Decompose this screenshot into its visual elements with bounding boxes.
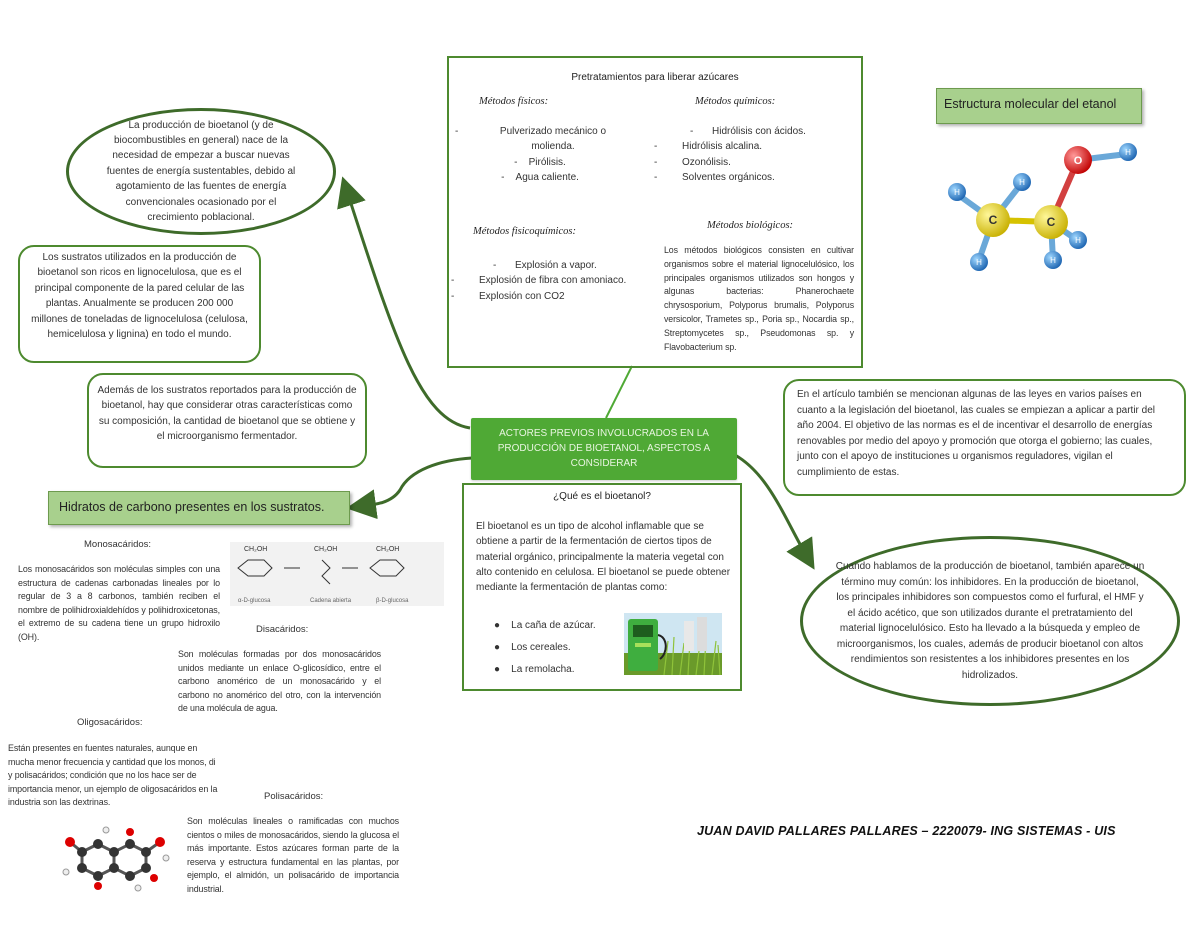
- atom-label: H: [1019, 178, 1025, 187]
- arrow-to-inhibidores: [734, 453, 815, 570]
- plant-item: La caña de azúcar.: [511, 620, 596, 631]
- fisicoquimicos-list: -Explosión a vapor. -Explosión de fibra …: [451, 260, 627, 302]
- oligo-text: Están presentes en fuentes naturales, au…: [8, 743, 218, 808]
- glucose-group-label: CH₂OH: [376, 546, 399, 553]
- fisicos-item: Pirólisis.: [528, 156, 566, 168]
- oligo-label: Oligosacáridos:: [77, 717, 143, 728]
- quimicos-item: Ozonólisis.: [682, 156, 731, 168]
- biofuel-plant-image: [624, 613, 722, 675]
- arrow-to-hidratos: [346, 456, 473, 520]
- center-topic: ACTORES PREVIOS INVOLUCRADOS EN LA PRODU…: [471, 418, 737, 480]
- que-es-text: El bioetanol es un tipo de alcohol infla…: [476, 521, 731, 594]
- quimicos-item: Hidrólisis con ácidos.: [712, 126, 806, 137]
- glucose-group-label: CH₂OH: [314, 546, 337, 553]
- atom-label: H: [954, 188, 960, 197]
- atom-label: H: [1075, 236, 1081, 245]
- quimicos-item: Solventes orgánicos.: [682, 171, 775, 183]
- biologicos-heading: Métodos biológicos:: [707, 220, 794, 231]
- fisicos-list: -Pulverizado mecánico o molienda. - Piró…: [455, 124, 645, 185]
- mono-text: Los monosacáridos son moléculas simples …: [18, 564, 220, 642]
- intro-text: La producción de bioetanol (y de biocomb…: [106, 119, 296, 224]
- di-label: Disacáridos:: [256, 624, 309, 635]
- line-to-pretratamientos: [605, 365, 633, 419]
- ethanol-molecule-image: C C O H H H H H H: [948, 143, 1137, 271]
- plant-list: ● La caña de azúcar. ● Los cereales. ● L…: [494, 620, 596, 675]
- atom-label: C: [1047, 215, 1056, 229]
- ademas-box: Además de los sustratos reportados para …: [87, 373, 367, 468]
- hidratos-header: Hidratos de carbono presentes en los sus…: [48, 491, 350, 525]
- arrow-to-intro: [337, 176, 471, 430]
- plant-item: La remolacha.: [511, 664, 575, 675]
- glucose-caption: β-D-glucosa: [376, 598, 409, 604]
- intro-ellipse: La producción de bioetanol (y de biocomb…: [66, 108, 336, 235]
- author-credit: JUAN DAVID PALLARES PALLARES – 2220079- …: [697, 824, 1116, 838]
- estructura-header: Estructura molecular del etanol: [936, 88, 1142, 124]
- atom-label: H: [976, 258, 982, 267]
- poli-text: Son moléculas lineales o ramificadas con…: [187, 816, 399, 894]
- sustratos-box: Los sustratos utilizados en la producció…: [18, 245, 261, 363]
- pretratamientos-box: Pretratamientos para liberar azúcares Mé…: [447, 56, 863, 368]
- que-es-box: ¿Qué es el bioetanol? El bioetanol es un…: [462, 483, 742, 691]
- fisicos-item: Agua caliente.: [515, 171, 579, 183]
- pretratamientos-title: Pretratamientos para liberar azúcares: [571, 72, 739, 83]
- fisicoquimicos-item: Explosión a vapor.: [515, 260, 597, 271]
- atom-label: H: [1125, 148, 1131, 157]
- plant-item: Los cereales.: [511, 642, 571, 653]
- glucose-caption: α-D-glucosa: [238, 598, 271, 604]
- glucose-group-label: CH₂OH: [244, 546, 267, 553]
- leyes-box: En el artículo también se mencionan algu…: [783, 379, 1186, 496]
- leyes-text: En el artículo también se mencionan algu…: [797, 389, 1155, 478]
- ademas-text: Además de los sustratos reportados para …: [97, 385, 357, 443]
- atom-label: C: [989, 213, 998, 227]
- sustratos-text: Los sustratos utilizados en la producció…: [31, 252, 248, 341]
- inhibidores-text: Cuando hablamos de la producción de bioe…: [835, 561, 1145, 681]
- polyphenol-molecule-image: [62, 826, 170, 892]
- atom-label: H: [1050, 256, 1056, 265]
- biologicos-text: Los métodos biológicos consisten en cult…: [664, 245, 854, 352]
- atom-label: O: [1074, 155, 1083, 167]
- poli-label: Polisacáridos:: [264, 791, 324, 802]
- fisicoquimicos-item: Explosión con CO2: [479, 290, 565, 302]
- quimicos-list: -Hidrólisis con ácidos. -Hidrólisis alca…: [654, 126, 806, 183]
- fisicoquimicos-heading: Métodos fisicoquímicos:: [473, 226, 576, 237]
- que-es-title: ¿Qué es el bioetanol?: [553, 491, 651, 502]
- quimicos-heading: Métodos químicos:: [695, 96, 776, 107]
- mono-label: Monosacáridos:: [84, 539, 152, 550]
- fisicos-item: Pulverizado mecánico o molienda.: [499, 126, 607, 153]
- glucose-structures-image: CH₂OH CH₂OH CH₂OH α-D-glucosa Cadena abi…: [230, 542, 444, 606]
- quimicos-item: Hidrólisis alcalina.: [682, 141, 763, 153]
- fisicoquimicos-item: Explosión de fibra con amoniaco.: [479, 275, 627, 287]
- di-text: Son moléculas formadas por dos monosacár…: [178, 649, 381, 714]
- glucose-caption: Cadena abierta: [310, 598, 352, 604]
- inhibidores-ellipse: Cuando hablamos de la producción de bioe…: [800, 536, 1180, 706]
- fisicos-heading: Métodos físicos:: [479, 96, 549, 107]
